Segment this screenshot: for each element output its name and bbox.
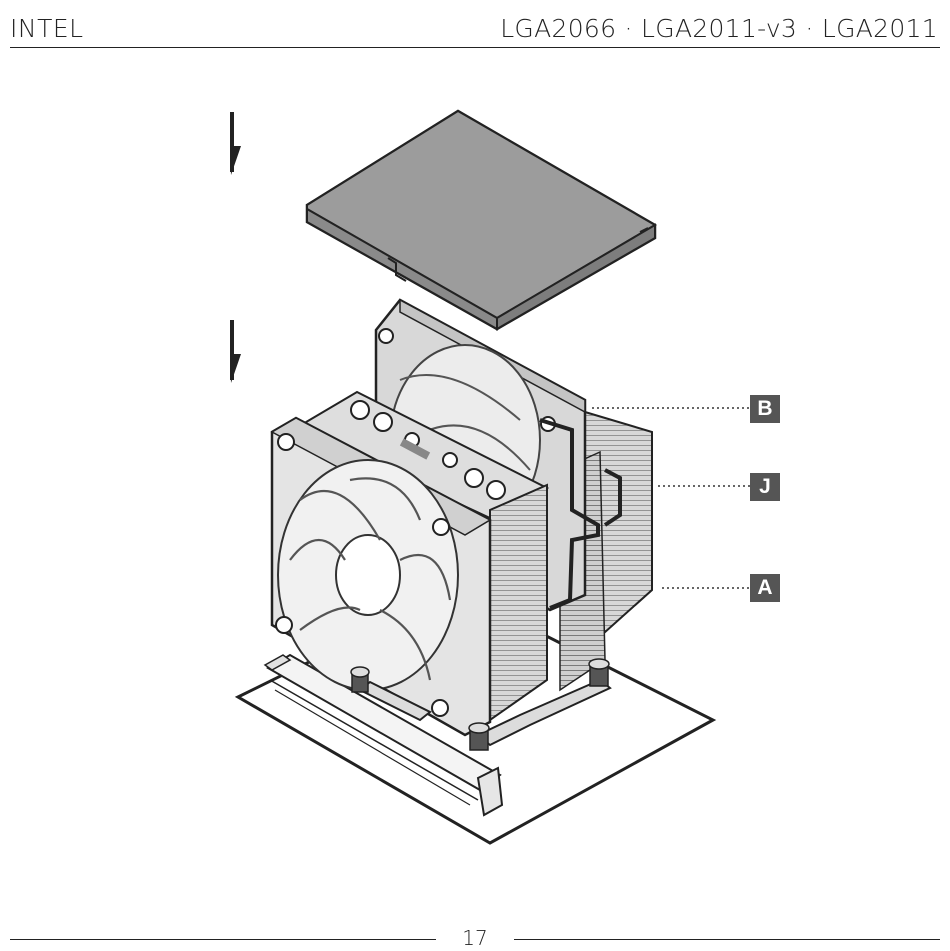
footer-rule-right <box>514 939 940 940</box>
callout-a: A <box>750 574 780 602</box>
screw-icon <box>589 659 609 686</box>
screw-icon <box>351 667 369 692</box>
down-arrow-bottom-icon <box>230 320 241 383</box>
page-number: 17 <box>448 926 502 950</box>
footer: 17 <box>0 926 950 950</box>
callout-b: B <box>750 395 780 423</box>
callout-j: J <box>750 473 780 501</box>
front-heatsink <box>490 485 547 720</box>
screw-icon <box>469 723 489 750</box>
top-cover <box>307 111 655 329</box>
down-arrow-top-icon <box>230 112 241 175</box>
footer-rule-left <box>10 939 436 940</box>
